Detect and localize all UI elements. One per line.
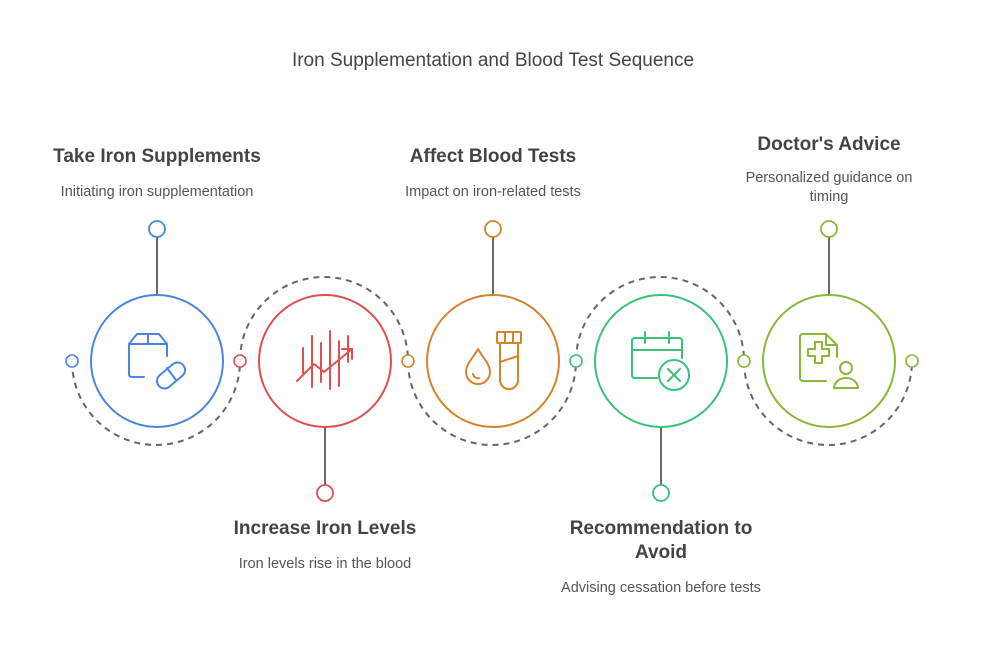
blood-test-icon [465, 331, 522, 390]
step-2-description: Iron levels rise in the blood [238, 556, 412, 572]
diagram-title: Iron Supplementation and Blood Test Sequ… [291, 50, 695, 71]
step-1-node [90, 220, 224, 428]
step-3-title: Affect Blood Tests [409, 146, 577, 167]
dashed-wave-connector [71, 276, 913, 446]
step-4-description: Advising cessation before tests [561, 580, 761, 596]
step-5-node [762, 220, 896, 428]
medical-record-icon [799, 333, 859, 389]
step-5-description: Personalized guidance on timing [745, 170, 913, 205]
step-4-title: Recommendation to Avoid [569, 518, 753, 563]
step-4-node [594, 294, 728, 502]
step-1-title: Take Iron Supplements [53, 146, 261, 167]
wave-dot [905, 354, 919, 368]
wave-dot [401, 354, 415, 368]
step-5-title: Doctor's Advice [757, 134, 901, 155]
pill-box-icon [128, 333, 187, 390]
step-2-title: Increase Iron Levels [233, 518, 417, 539]
trend-up-icon [296, 330, 353, 390]
wave-dot [569, 354, 583, 368]
calendar-cancel-icon [631, 331, 690, 391]
step-3-description: Impact on iron-related tests [405, 184, 581, 200]
step-2-node [258, 294, 392, 502]
wave-dot [65, 354, 79, 368]
step-3-node [426, 220, 560, 428]
step-1-description: Initiating iron supplementation [60, 184, 254, 200]
wave-dot [737, 354, 751, 368]
wave-dot [233, 354, 247, 368]
